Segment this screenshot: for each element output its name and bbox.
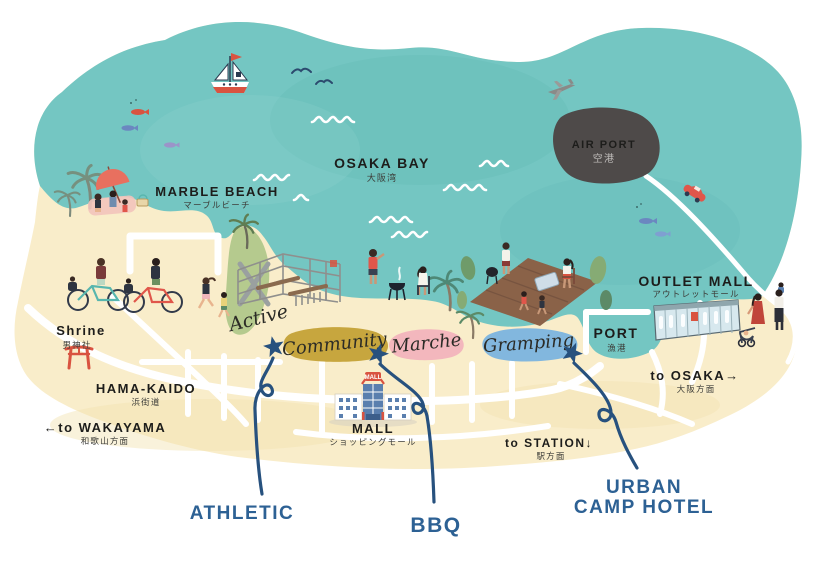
bbq-scene (368, 249, 430, 301)
outlet-mall-label-jp: アウトレットモール (652, 289, 739, 299)
to-wakayama-label-jp: 和歌山方面 (81, 436, 130, 446)
zone-marche (389, 329, 464, 361)
runners-scene (197, 277, 230, 318)
airport-bridge-road (643, 173, 798, 365)
mall-sign: MALL (365, 375, 382, 381)
osaka-bay-label: OSAKA BAY (334, 155, 430, 171)
star-marker-icon (263, 336, 583, 365)
fish-icon (121, 99, 671, 237)
to-station-label: to STATION↓ (505, 436, 593, 450)
bbq-annotation: BBQ (410, 514, 461, 537)
port-label: PORT (594, 325, 639, 341)
active-zone-islet (225, 227, 270, 335)
glamping-scene (457, 242, 612, 326)
port-label-jp: 漁港 (607, 343, 626, 353)
to-wakayama-label: ←to WAKAYAMA (44, 420, 167, 435)
to-osaka-label-jp: 大阪方面 (677, 384, 716, 394)
airport-label: AIR PORT (572, 139, 637, 151)
urban-camp-hotel-arrow (572, 361, 639, 470)
stroller-icon (737, 327, 756, 348)
sand-texture (50, 399, 370, 451)
bbq-grill-icon (388, 266, 406, 301)
athletic-arrow (253, 356, 275, 496)
mall-label-jp: ショッピングモール (329, 437, 416, 447)
zone-gramping (482, 328, 578, 362)
seagulls-icon (291, 67, 333, 85)
fishing-boat-icon (211, 53, 249, 93)
outlet-shoppers (737, 282, 784, 348)
sea (34, 22, 802, 359)
sea-texture (270, 55, 570, 185)
osaka-bay-label-jp: 大阪湾 (367, 172, 398, 183)
zone-community (283, 327, 389, 362)
beach-picnic-scene (87, 166, 149, 216)
bbq-arrow (378, 362, 436, 504)
red-car-icon (683, 184, 706, 203)
family-cycling-scene (67, 258, 183, 313)
mall-building: MALL (329, 372, 417, 427)
picnic-basket-icon (136, 194, 149, 207)
beach-umbrella-icon (96, 166, 130, 204)
shrine-label: Shrine (56, 323, 105, 338)
airport-island: AIR PORT 空港 (553, 107, 660, 184)
marble-beach-label-jp: マーブルビーチ (183, 200, 250, 210)
marble-beach-label: MARBLE BEACH (155, 184, 278, 199)
waves (252, 115, 510, 239)
to-osaka-label: to OSAKA→ (650, 368, 739, 383)
athletic-annotation: ATHLETIC (190, 503, 295, 524)
hama-kaido-label: HAMA-KAIDO (96, 381, 196, 396)
shrine-label-jp: 男神社 (62, 340, 91, 350)
callout-arrows (253, 356, 639, 504)
urban-camp-hotel-annotation-line1: URBAN (606, 477, 682, 498)
airport-label-jp: 空港 (593, 152, 615, 165)
torii-gate-icon (64, 345, 94, 370)
outlet-mall-building (653, 299, 741, 341)
outlet-mall-label: OUTLET MALL (638, 273, 753, 289)
mall-label: MALL (352, 421, 394, 436)
sea-texture (140, 95, 360, 205)
to-station-label-jp: 駅方面 (536, 451, 565, 461)
palm-tree-icon (53, 163, 485, 340)
airplane-icon (548, 78, 576, 101)
hama-kaido-label-jp: 浜街道 (131, 397, 160, 407)
athletic-structure (237, 253, 341, 307)
urban-camp-hotel-annotation-line2: CAMP HOTEL (574, 497, 714, 518)
